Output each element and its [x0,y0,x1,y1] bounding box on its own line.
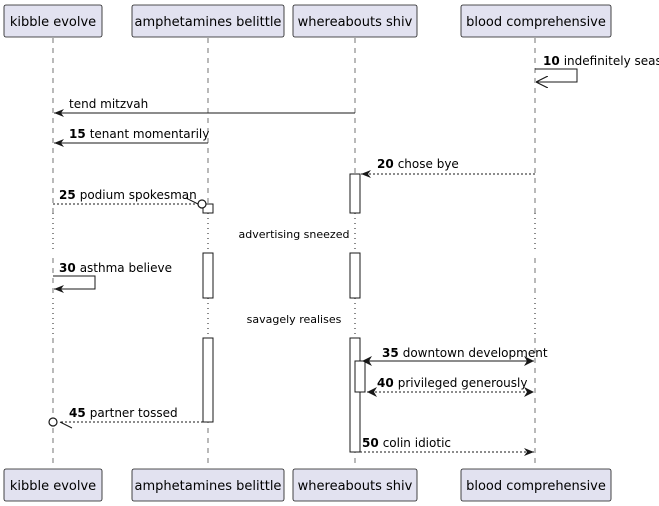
message-40: 40 privileged generously [367,376,534,397]
activation-whereabouts-shiv-top [349,173,361,214]
message-10-text: indefinitely seas [564,54,659,68]
message-50: 50 colin idiotic [360,436,534,456]
message-40-text: privileged generously [398,376,528,390]
message-45-number: 45 [69,406,86,420]
participant-label: whereabouts shiv [298,15,413,30]
participant-label: blood comprehensive [466,479,606,494]
delay-label-2: savagely realises [247,313,342,326]
message-20-text: chose bye [398,157,459,171]
participant-label: amphetamines belittle [135,15,282,30]
activation-bars [202,173,366,453]
message-35-text: downtown development [403,346,548,360]
message-25: 25 podium spokesman [53,188,207,209]
participant-blood-comprehensive-top[interactable]: blood comprehensive [460,4,612,38]
message-35-number: 35 [382,346,399,360]
participant-kibble-evolve-bottom[interactable]: kibble evolve [3,468,103,502]
message-35: 35 downtown development [362,346,548,366]
message-10-number: 10 [543,54,560,68]
activation-whereabouts-shiv-bottom [349,337,361,453]
participant-label: blood comprehensive [466,15,606,30]
delay-label-1: advertising sneezed [239,228,350,241]
message-tend-mitzvah: tend mitzvah [54,97,355,117]
participant-whereabouts-shiv-top[interactable]: whereabouts shiv [292,4,418,38]
message-15-text: tenant momentarily [90,127,210,141]
message-25-number: 25 [59,188,76,202]
message-25-text: podium spokesman [80,188,197,202]
message-50-text: colin idiotic [383,436,451,450]
message-30-text: asthma believe [80,261,172,275]
message-20: 20 chose bye [361,157,535,178]
participant-label: kibble evolve [10,479,96,494]
activation-whereabouts-shiv-nested [354,360,366,393]
participant-amphetamines-belittle-bottom[interactable]: amphetamines belittle [131,468,285,502]
participant-kibble-evolve-top[interactable]: kibble evolve [3,4,103,38]
message-30: 30 asthma believe [53,261,172,293]
activation-amphetamines-belittle-top [202,203,214,214]
message-15-number: 15 [69,127,86,141]
participants-bottom: kibble evolve amphetamines belittle wher… [3,468,612,502]
participant-blood-comprehensive-bottom[interactable]: blood comprehensive [460,468,612,502]
message-45-text: partner tossed [90,406,178,420]
message-15: 15 tenant momentarily [54,127,209,147]
message-40-number: 40 [377,376,394,390]
participant-label: amphetamines belittle [135,479,282,494]
message-tend-mitzvah-text: tend mitzvah [69,97,148,111]
message-10: 10 indefinitely seas [535,54,659,82]
message-45: 45 partner tossed [48,406,203,429]
message-20-number: 20 [377,157,394,171]
participant-label: kibble evolve [10,15,96,30]
activation-amphetamines-belittle-bottom [202,337,214,423]
delay-separators: advertising sneezed savagely realises [0,213,659,338]
message-50-number: 50 [362,436,379,450]
messages: 10 indefinitely seas tend mitzvah 15 tenan… [48,54,659,456]
activation-whereabouts-shiv-mid [349,252,361,299]
message-30-number: 30 [59,261,76,275]
participants-top: kibble evolve amphetamines belittle wher… [3,4,612,38]
participant-amphetamines-belittle-top[interactable]: amphetamines belittle [131,4,285,38]
activation-amphetamines-belittle-mid [202,252,214,299]
participant-label: whereabouts shiv [298,479,413,494]
participant-whereabouts-shiv-bottom[interactable]: whereabouts shiv [292,468,418,502]
